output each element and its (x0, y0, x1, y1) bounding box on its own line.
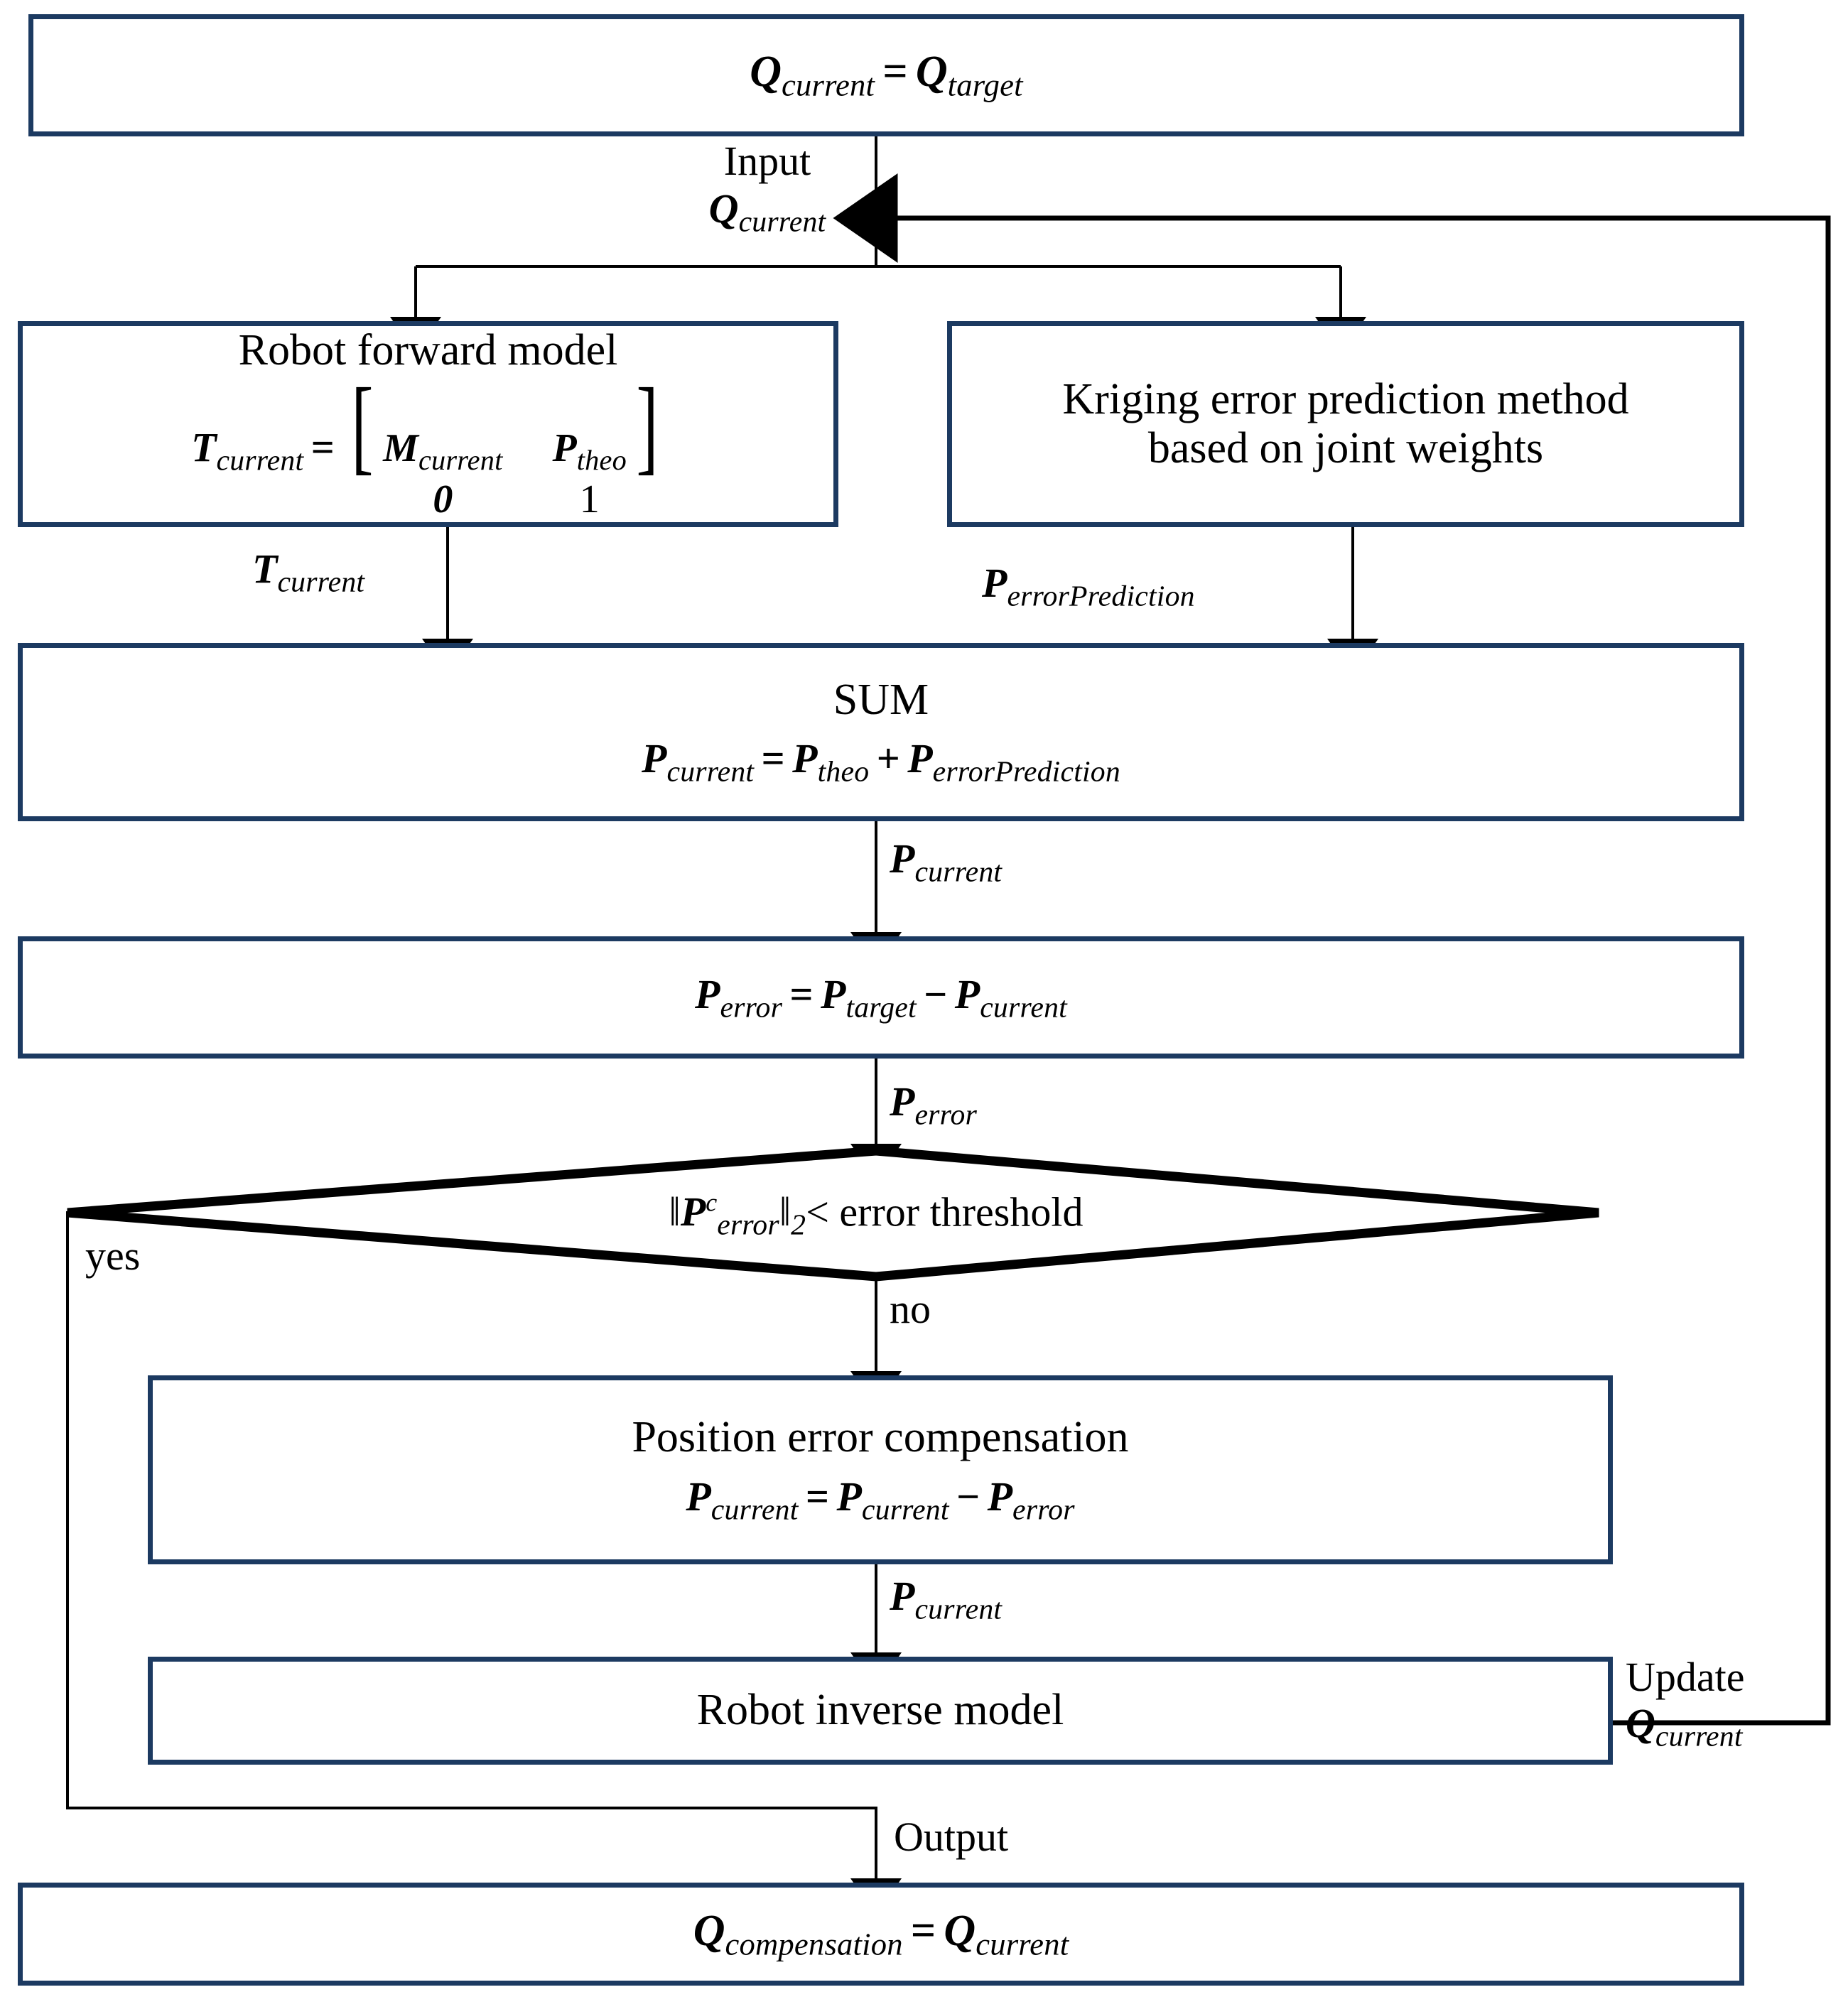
forward-model-title: Robot forward model (238, 326, 618, 375)
error-calc-equation: Perror=Ptarget−Pcurrent (695, 970, 1067, 1024)
edge-label-p-current-2: Pcurrent (890, 1573, 1003, 1626)
edge-label-p-error-prediction: PerrorPrediction (982, 560, 1195, 613)
fm-operator: = (310, 423, 335, 470)
fm-lhs-symbol: T (191, 423, 217, 470)
decision-symbol: P (680, 1189, 706, 1235)
matrix-bracket-right: ] (636, 366, 659, 485)
decision-condition: ‖Pcerror‖2< error threshold (521, 1188, 1231, 1243)
start-operator: = (882, 48, 908, 97)
input-symbol: Qcurrent (708, 185, 826, 239)
input-word: Input (723, 138, 811, 184)
node-start: Qcurrent=Qtarget (28, 14, 1744, 136)
norm-order: 2 (791, 1208, 806, 1242)
sum-equation: Pcurrent=Ptheo+PerrorPrediction (642, 735, 1120, 789)
matrix-cell-r0c0: Mcurrent (383, 426, 503, 476)
start-rhs-symbol: Q (915, 48, 948, 97)
matrix-cell-r1c1: 1 (579, 477, 600, 522)
update-symbol: Qcurrent (1626, 1700, 1743, 1754)
fm-lhs-sub: current (216, 444, 304, 477)
start-equation: Qcurrent=Qtarget (750, 47, 1022, 103)
matrix-body: Mcurrent Ptheo 0 1 (383, 426, 627, 522)
node-output: Qcompensation=Qcurrent (18, 1883, 1744, 1986)
forward-model-equation: Tcurrent= [ Mcurrent Ptheo 0 1 ] (191, 366, 665, 522)
edge-label-input: Input Qcurrent (661, 138, 874, 239)
matrix-cell-r0c1: Ptheo (552, 426, 627, 476)
edge-label-output: Output (894, 1814, 1009, 1860)
node-forward-model: Robot forward model Tcurrent= [ Mcurrent… (18, 321, 838, 527)
edge-update-feedback (833, 173, 1831, 1726)
norm-open: ‖ (669, 1189, 681, 1235)
edge-decision-yes-to-output (66, 1211, 902, 1915)
edge-label-t-current: Tcurrent (252, 546, 365, 599)
start-lhs-sub: current (782, 67, 875, 103)
decision-threshold-text: error threshold (839, 1189, 1084, 1235)
edge-label-p-error: Perror (890, 1078, 978, 1132)
inverse-model-title: Robot inverse model (696, 1686, 1064, 1735)
output-equation: Qcompensation=Qcurrent (693, 1906, 1069, 1962)
node-error-calc: Perror=Ptarget−Pcurrent (18, 936, 1744, 1059)
norm-close: ‖ (779, 1189, 791, 1235)
decision-comparator: < (806, 1189, 829, 1235)
update-word: Update (1626, 1654, 1745, 1700)
edge-label-p-current-1: Pcurrent (890, 835, 1003, 889)
compensation-equation: Pcurrent=Pcurrent−Perror (686, 1473, 1075, 1527)
start-lhs-symbol: Q (750, 48, 782, 97)
decision-sup: c (706, 1189, 718, 1217)
node-sum: SUM Pcurrent=Ptheo+PerrorPrediction (18, 643, 1744, 821)
matrix-bracket-left: [ (351, 366, 374, 485)
start-rhs-sub: target (947, 67, 1023, 103)
compensation-title: Position error compensation (632, 1413, 1129, 1462)
decision-diamond (67, 1146, 1599, 1282)
node-kriging: Kriging error prediction method based on… (947, 321, 1744, 527)
edge-label-no: no (890, 1286, 931, 1332)
edge-label-update: Update Qcurrent (1626, 1655, 1745, 1753)
node-compensation: Position error compensation Pcurrent=Pcu… (148, 1375, 1613, 1564)
sum-title: SUM (833, 675, 929, 724)
node-inverse-model: Robot inverse model (148, 1657, 1613, 1765)
edge-label-yes: yes (85, 1233, 141, 1279)
kriging-title-line2: based on joint weights (1147, 424, 1544, 472)
decision-sub: error (717, 1208, 779, 1242)
kriging-title-line1: Kriging error prediction method (1062, 374, 1629, 423)
matrix-cell-r1c0: 0 (433, 477, 453, 522)
